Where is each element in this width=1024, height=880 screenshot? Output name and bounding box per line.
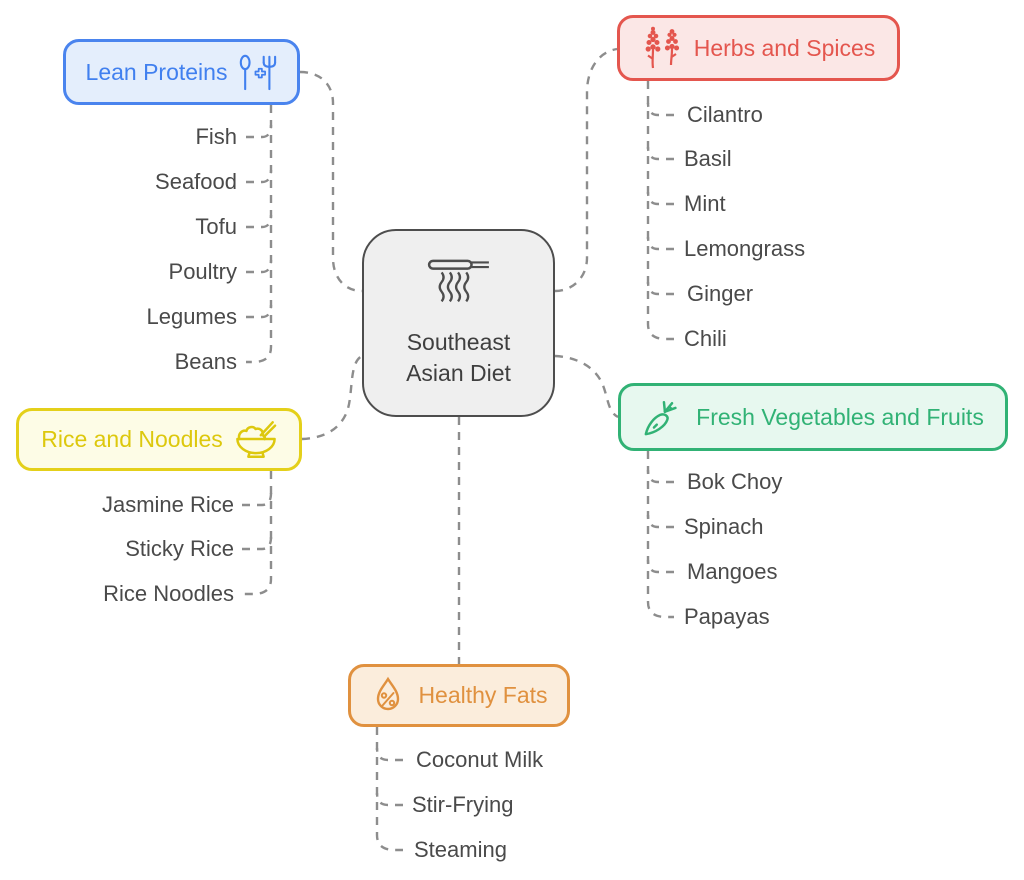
- spine-herbs-and-spices: [646, 81, 674, 341]
- connector-spinach: [646, 514, 674, 529]
- branch-label-herbs-and-spices: Herbs and Spices: [693, 34, 876, 61]
- connector-mangoes: [646, 559, 674, 574]
- edge-center-to-fresh-vegetables: [554, 354, 619, 419]
- branch-healthy-fats: Healthy Fats: [348, 664, 570, 727]
- droplet-percent-icon: [370, 676, 406, 716]
- list-item-mangoes: Mangoes: [687, 559, 778, 584]
- connector-basil: [646, 146, 674, 161]
- list-item-bok-choy: Bok Choy: [687, 469, 783, 494]
- branch-label-rice-and-noodles: Rice and Noodles: [41, 426, 223, 452]
- list-item-basil: Basil: [684, 146, 732, 171]
- center-title-line2: Asian Diet: [406, 360, 511, 386]
- center-node-southeast-asian-diet: Southeast Asian Diet: [362, 229, 555, 417]
- list-item-papayas: Papayas: [684, 604, 770, 629]
- branch-lean-proteins: Lean Proteins: [63, 39, 300, 105]
- list-item-fish: Fish: [195, 124, 237, 149]
- branch-fresh-vegetables-and-fruits: Fresh Vegetables and Fruits: [618, 383, 1008, 451]
- connector-lemongrass: [646, 236, 674, 251]
- connector-poultry: [246, 259, 273, 274]
- branch-label-lean-proteins: Lean Proteins: [85, 58, 228, 85]
- center-node-title: Southeast Asian Diet: [406, 327, 511, 389]
- list-item-stir-frying: Stir-Frying: [412, 792, 514, 817]
- connector-tofu: [246, 214, 273, 229]
- list-item-jasmine-rice: Jasmine Rice: [101, 492, 234, 517]
- connector-stir-frying: [375, 792, 403, 807]
- connector-mint: [646, 191, 674, 206]
- center-title-line1: Southeast: [406, 328, 511, 355]
- edge-rice-and-noodles-to-center: [301, 354, 363, 441]
- branch-label-healthy-fats: Healthy Fats: [418, 682, 548, 708]
- spine-lean-proteins: [246, 105, 273, 364]
- list-item-chili: Chili: [684, 326, 727, 351]
- list-item-mint: Mint: [684, 191, 726, 216]
- list-item-rice-noodles: Rice Noodles: [103, 581, 234, 606]
- carrot-icon: [642, 396, 684, 438]
- branch-herbs-and-spices: Herbs and Spices: [617, 15, 900, 81]
- connector-coconut-milk: [375, 747, 403, 762]
- connector-legumes: [246, 304, 273, 319]
- list-item-poultry: Poultry: [168, 259, 237, 284]
- list-item-spinach: Spinach: [684, 514, 764, 539]
- list-item-beans: Beans: [174, 349, 237, 374]
- connector-cilantro: [646, 102, 674, 117]
- list-item-sticky-rice: Sticky Rice: [125, 536, 234, 561]
- connector-jasmine-rice: [242, 492, 273, 507]
- connector-bok-choy: [646, 469, 674, 484]
- spine-fresh-vegetables: [646, 451, 674, 619]
- utensils-plus-icon: [239, 53, 277, 91]
- connector-sticky-rice: [242, 536, 273, 551]
- spine-rice-and-noodles: [242, 471, 273, 596]
- edge-lean-proteins-to-center: [299, 70, 363, 293]
- connector-ginger: [646, 281, 674, 296]
- list-item-ginger: Ginger: [687, 281, 754, 306]
- list-item-tofu: Tofu: [195, 214, 237, 239]
- rice-bowl-icon: [235, 420, 277, 460]
- list-item-legumes: Legumes: [146, 304, 237, 329]
- branch-rice-and-noodles: Rice and Noodles: [16, 408, 302, 471]
- list-item-coconut-milk: Coconut Milk: [416, 747, 544, 772]
- edge-center-to-herbs-and-spices: [554, 47, 618, 293]
- connector-seafood: [246, 169, 273, 184]
- list-item-seafood: Seafood: [155, 169, 237, 194]
- list-item-lemongrass: Lemongrass: [684, 236, 806, 261]
- herb-sprigs-icon: [642, 26, 682, 70]
- branch-label-fresh-vegetables-and-fruits: Fresh Vegetables and Fruits: [696, 403, 984, 430]
- list-item-steaming: Steaming: [414, 837, 507, 862]
- list-item-cilantro: Cilantro: [687, 102, 763, 127]
- spine-healthy-fats: [375, 727, 403, 852]
- connector-fish: [246, 124, 273, 139]
- noodles-icon: [427, 257, 491, 311]
